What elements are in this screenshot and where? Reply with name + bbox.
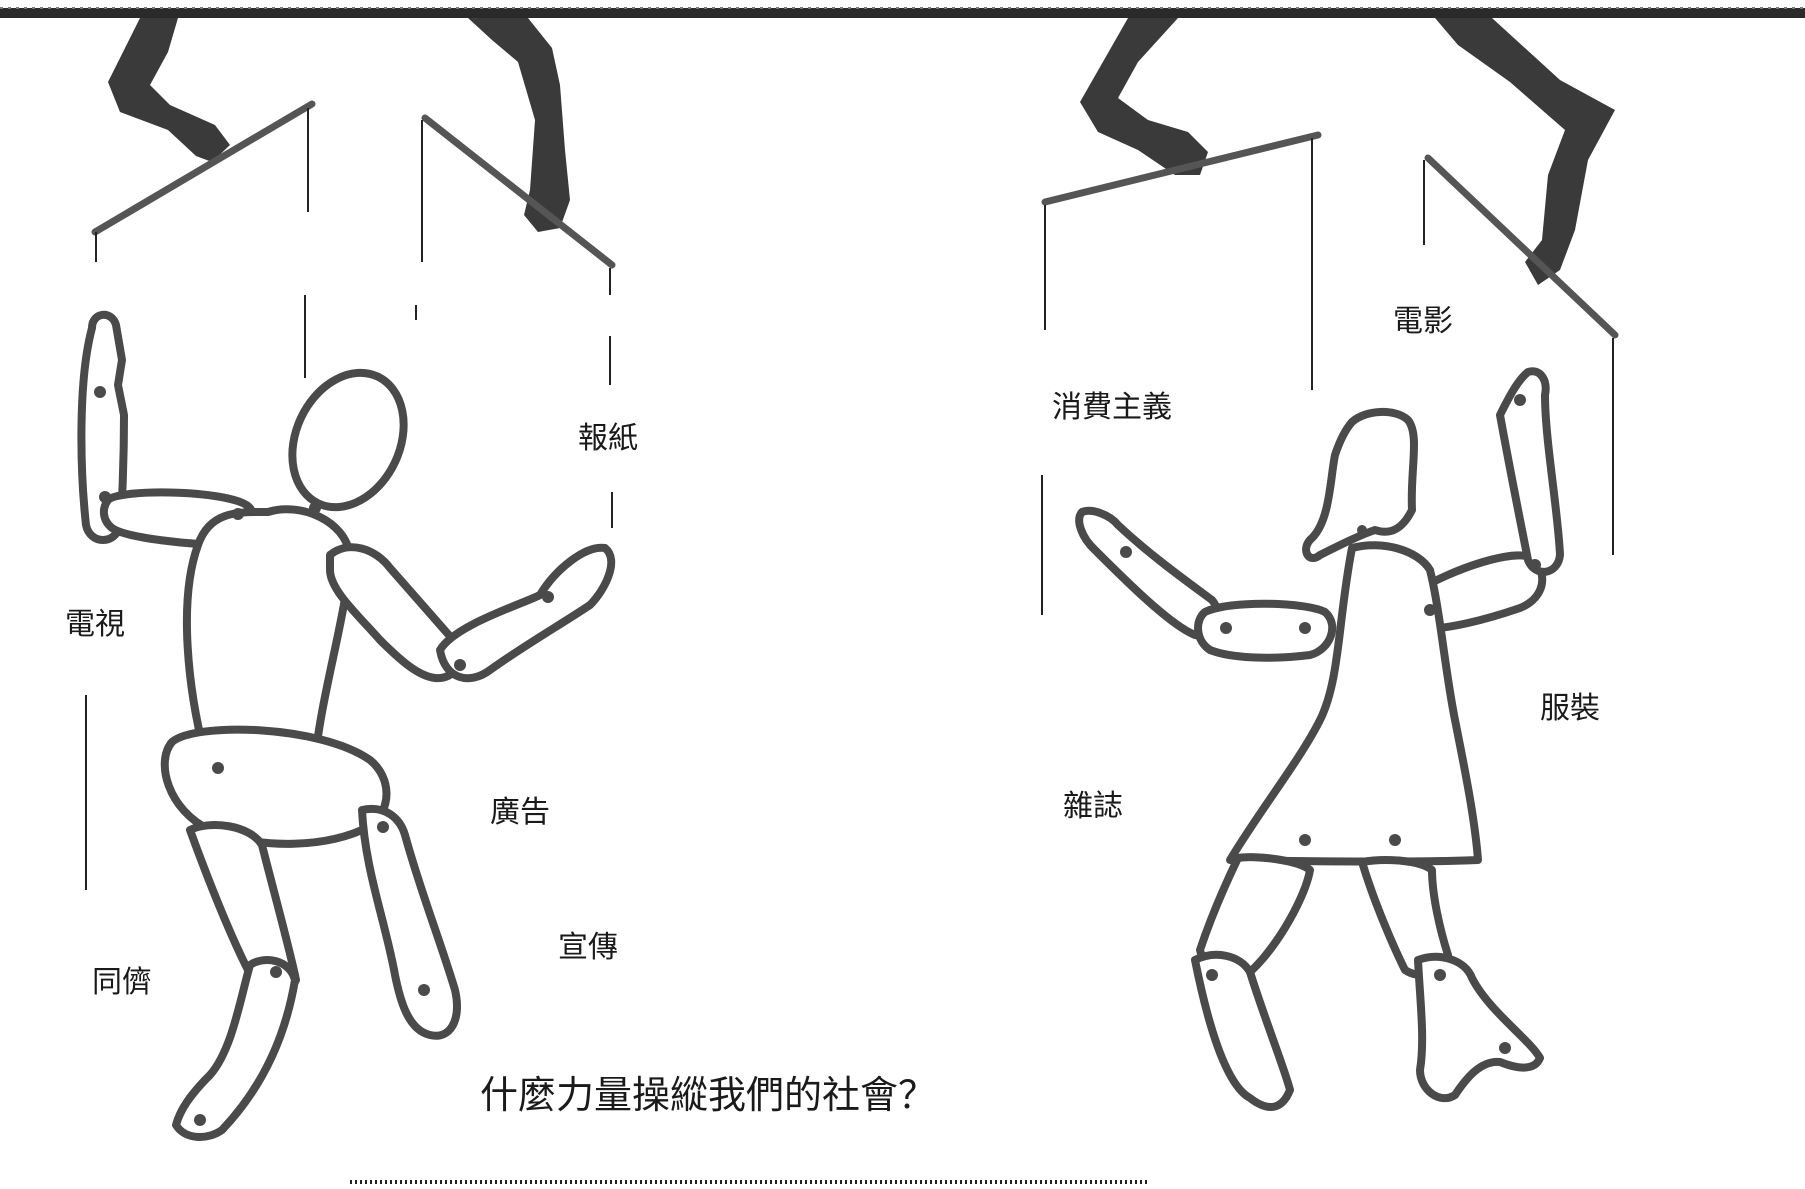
question-text: 什麼力量操縱我們的社會？ [480,1073,937,1117]
puppet-strings [85,108,1614,890]
left-puppet [77,310,616,1141]
label-tv: 電視 [65,607,125,642]
label-propaganda: 宣傳 [558,930,618,965]
right-puppet [1075,367,1564,1111]
puppeteer-arm-right-2 [1424,18,1619,339]
label-peers: 同儕 [92,965,152,1000]
top-bar [0,8,1805,18]
label-newspaper: 報紙 [578,421,638,456]
puppeteer-arm-left-2 [421,18,616,269]
label-film: 電影 [1393,304,1453,339]
label-consumerism: 消費主義 [1052,390,1172,425]
puppeteer-arm-left-1 [91,18,316,236]
label-advertising: 廣告 [490,795,550,830]
label-clothing: 服裝 [1540,691,1600,726]
label-magazine: 雜誌 [1063,789,1123,824]
puppeteer-arm-right-1 [1041,18,1322,206]
